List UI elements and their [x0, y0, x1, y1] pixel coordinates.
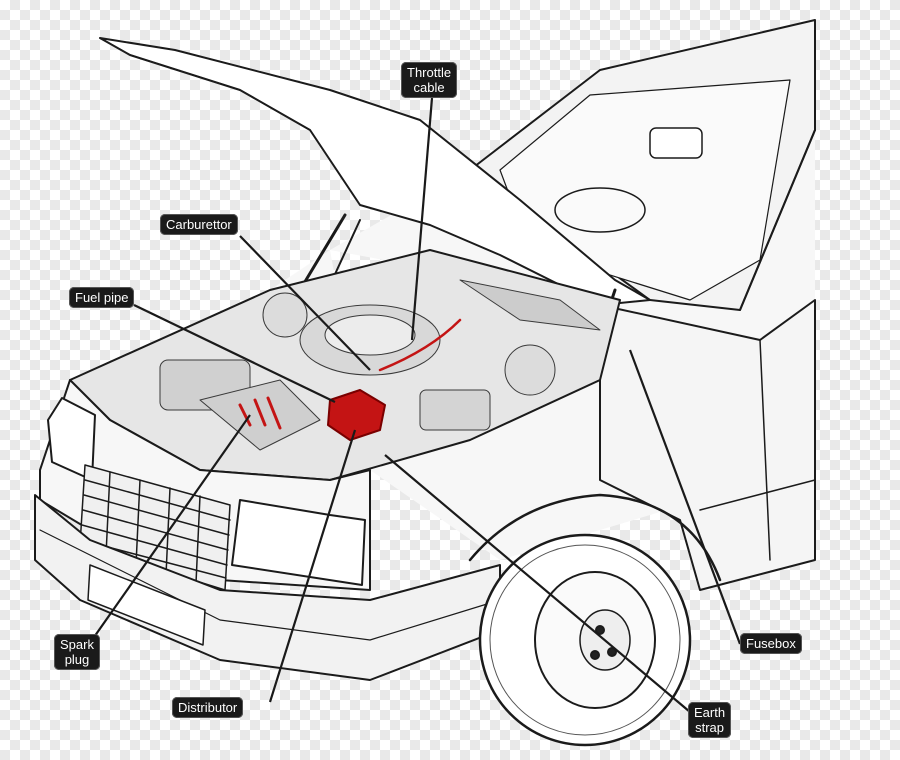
- label-earth-strap: Earth strap: [688, 702, 732, 738]
- rear-view-mirror: [649, 127, 703, 159]
- tire-tread: [489, 544, 681, 736]
- license-plate: [87, 564, 206, 646]
- leader-fuel-pipe: [133, 304, 336, 403]
- wheel-arch: [468, 493, 722, 582]
- leader-spark-plug: [91, 414, 251, 641]
- leader-lines: [91, 97, 742, 713]
- leader-throttle-cable: [410, 97, 434, 341]
- leader-carburettor: [239, 235, 371, 371]
- leader-fusebox: [628, 349, 742, 645]
- label-fuel-pipe: Fuel pipe: [69, 287, 135, 308]
- lug-nut: [607, 647, 617, 657]
- leader-distributor: [268, 429, 357, 703]
- throttle-cable-red: [378, 318, 462, 372]
- steering-wheel: [554, 187, 646, 233]
- label-distributor: Distributor: [172, 697, 244, 718]
- leader-earth-strap: [384, 454, 691, 713]
- side-crease: [699, 479, 816, 511]
- a-pillar: [739, 129, 816, 311]
- label-carburettor: Carburettor: [160, 214, 238, 235]
- bumper-line: [39, 529, 501, 641]
- label-throttle-cable: Throttle cable: [401, 62, 458, 98]
- highlighted-part: [327, 389, 386, 441]
- label-spark-plug: Spark plug: [54, 634, 100, 670]
- door-line: [759, 339, 771, 561]
- spark-plug-leads-red: [238, 396, 282, 430]
- label-fusebox: Fusebox: [740, 633, 802, 654]
- hood-edge: [99, 37, 311, 131]
- headlight-left: [47, 397, 96, 481]
- hood-strut-left: [298, 213, 347, 292]
- lug-nut: [590, 650, 600, 660]
- lug-nut: [595, 625, 605, 635]
- headlight-right: [231, 499, 366, 586]
